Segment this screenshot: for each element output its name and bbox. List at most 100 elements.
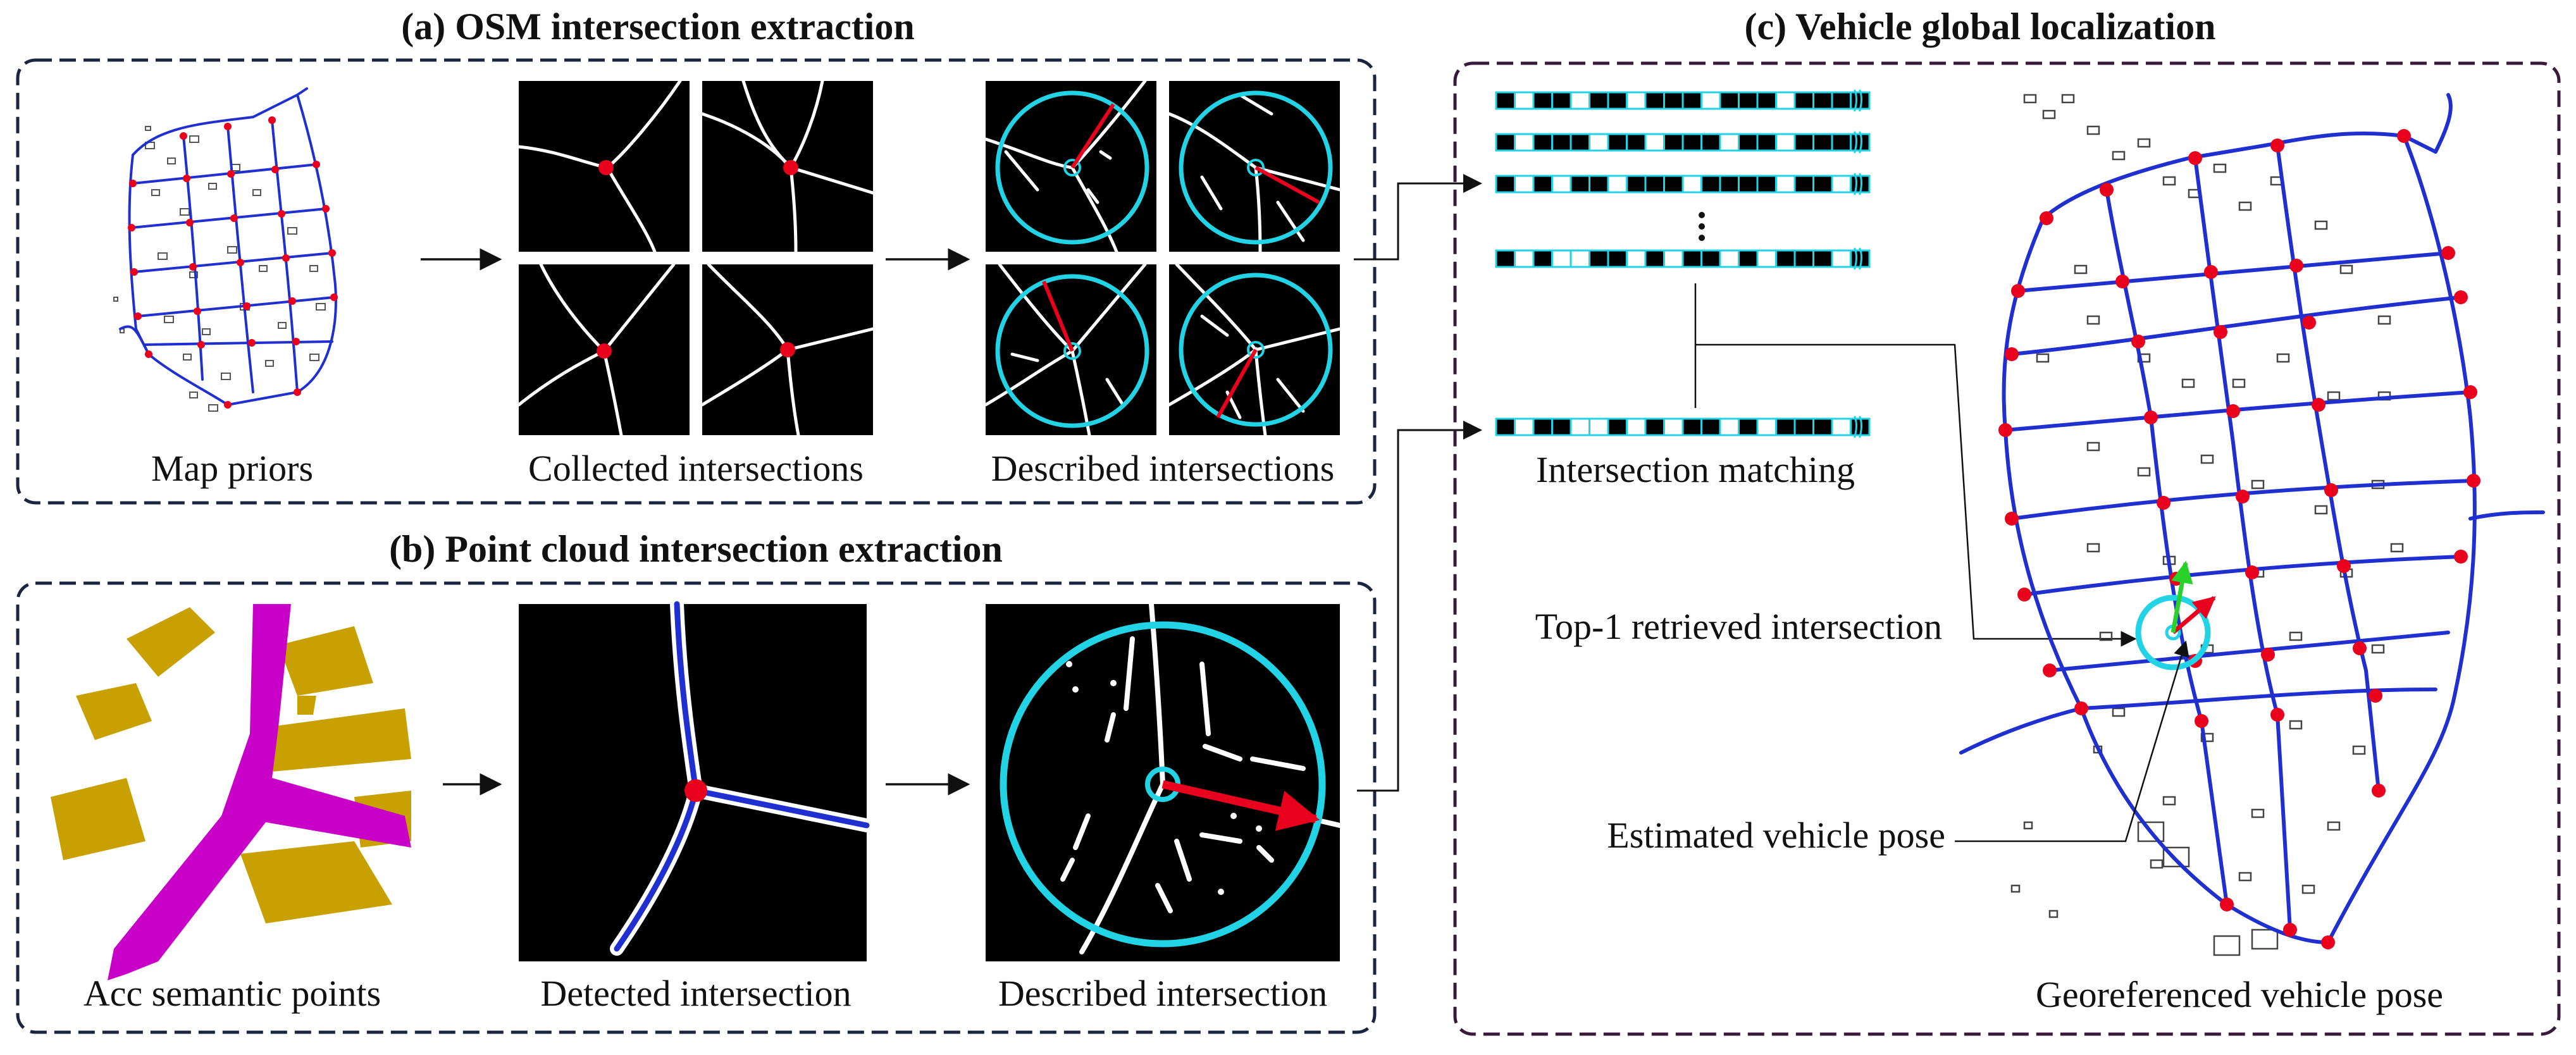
map-priors-image [113, 87, 338, 412]
caption-acc-semantic-points: Acc semantic points [84, 973, 381, 1014]
descriptor-bit [1793, 133, 1814, 152]
panel-b-title: (b) Point cloud intersection extraction [389, 528, 1003, 570]
descriptor-bit [1663, 249, 1684, 268]
descriptor-bit [1700, 175, 1721, 194]
descriptor-bit [1644, 249, 1665, 268]
descriptor-bit [1495, 91, 1516, 110]
panel-c-frame [1453, 61, 2561, 1036]
panel-b-frame [16, 581, 1377, 1034]
descriptor-bit [1681, 417, 1702, 436]
descriptor-bit [1756, 133, 1777, 152]
descriptor-bit [1681, 133, 1702, 152]
panel-a-frame [16, 58, 1377, 505]
descriptor-bit [1738, 91, 1759, 110]
ellipsis-dots [1699, 212, 1705, 241]
collected-intersections-grid [517, 79, 875, 437]
descriptor-row [1495, 89, 1871, 112]
descriptor-bit [1626, 249, 1647, 268]
descriptor-bit [1700, 249, 1721, 268]
descriptor-bit [1514, 91, 1535, 110]
descriptor-bit [1719, 91, 1740, 110]
descriptor-bit [1793, 91, 1814, 110]
descriptor-bit [1756, 249, 1777, 268]
descriptor-bit [1570, 249, 1590, 268]
matching-lines [1694, 283, 2137, 647]
descriptor-bit [1532, 249, 1553, 268]
detected-intersection-image [519, 597, 874, 961]
descriptor-break-mark [1854, 173, 1862, 195]
descriptor-bit [1756, 417, 1777, 436]
semantic-points-image [51, 604, 411, 980]
descriptor-bit [1588, 249, 1609, 268]
descriptor-bit [1812, 175, 1833, 194]
label-estimated-vehicle-pose: Estimated vehicle pose [1607, 815, 1945, 856]
descriptor-bit [1495, 133, 1516, 152]
descriptor-break-mark [1854, 416, 1862, 438]
descriptor-bit [1551, 417, 1572, 436]
descriptor-bit [1793, 417, 1814, 436]
query-descriptor-row [1495, 416, 1871, 438]
descriptor-bit [1775, 91, 1796, 110]
descriptor-bit [1514, 175, 1535, 194]
descriptor-bit [1626, 133, 1647, 152]
descriptor-bit [1831, 133, 1852, 152]
query-descriptor [1495, 416, 1871, 438]
descriptor-bit [1588, 133, 1609, 152]
descriptor-bit [1738, 175, 1759, 194]
descriptor-bit [1644, 175, 1665, 194]
descriptor-bit [1719, 417, 1740, 436]
pose-leader-line [1955, 640, 2189, 842]
descriptor-bit [1663, 133, 1684, 152]
described-intersection-image [986, 602, 1342, 961]
descriptor-bit [1738, 133, 1759, 152]
descriptor-database [1495, 89, 1871, 270]
descriptor-bit [1831, 417, 1852, 436]
descriptor-bit [1532, 91, 1553, 110]
descriptor-bit [1831, 91, 1852, 110]
descriptor-bit [1812, 133, 1833, 152]
descriptor-bit [1588, 91, 1609, 110]
descriptor-bit [1495, 249, 1516, 268]
panel-a: (a) OSM intersection extraction [16, 6, 1377, 505]
georeferenced-map [1959, 93, 2545, 956]
descriptor-bit [1514, 417, 1535, 436]
described-intersections-grid [984, 79, 1342, 437]
descriptor-bit [1644, 133, 1665, 152]
caption-intersection-matching: Intersection matching [1536, 449, 1855, 490]
descriptor-bit [1644, 417, 1665, 436]
descriptor-bit [1775, 417, 1796, 436]
descriptor-bit [1775, 133, 1796, 152]
descriptor-bit [1775, 249, 1796, 268]
descriptor-bit [1570, 417, 1590, 436]
descriptor-bit [1756, 91, 1777, 110]
descriptor-bit [1756, 175, 1777, 194]
descriptor-bit [1681, 249, 1702, 268]
descriptor-bit [1700, 133, 1721, 152]
descriptor-bit [1588, 417, 1609, 436]
descriptor-bit [1495, 417, 1516, 436]
descriptor-bit [1793, 249, 1814, 268]
label-top1-retrieved-intersection: Top-1 retrieved intersection [1535, 606, 1942, 647]
descriptor-bit [1551, 175, 1572, 194]
descriptor-bit [1607, 175, 1628, 194]
descriptor-bit [1681, 91, 1702, 110]
caption-georeferenced-vehicle-pose: Georeferenced vehicle pose [2036, 974, 2443, 1015]
descriptor-bit [1532, 417, 1553, 436]
descriptor-bit [1793, 175, 1814, 194]
descriptor-bit [1738, 417, 1759, 436]
descriptor-row [1495, 173, 1871, 195]
descriptor-bit [1681, 175, 1702, 194]
descriptor-bit [1626, 417, 1647, 436]
descriptor-bit [1719, 249, 1740, 268]
descriptor-bit [1831, 249, 1852, 268]
descriptor-bit [1495, 175, 1516, 194]
descriptor-bit [1551, 91, 1572, 110]
descriptor-bit [1663, 175, 1684, 194]
descriptor-bit [1644, 91, 1665, 110]
descriptor-bit [1719, 175, 1740, 194]
panel-a-title: (a) OSM intersection extraction [401, 6, 914, 47]
descriptor-bit [1607, 249, 1628, 268]
descriptor-bit [1831, 175, 1852, 194]
descriptor-bit [1663, 417, 1684, 436]
descriptor-bit [1607, 133, 1628, 152]
